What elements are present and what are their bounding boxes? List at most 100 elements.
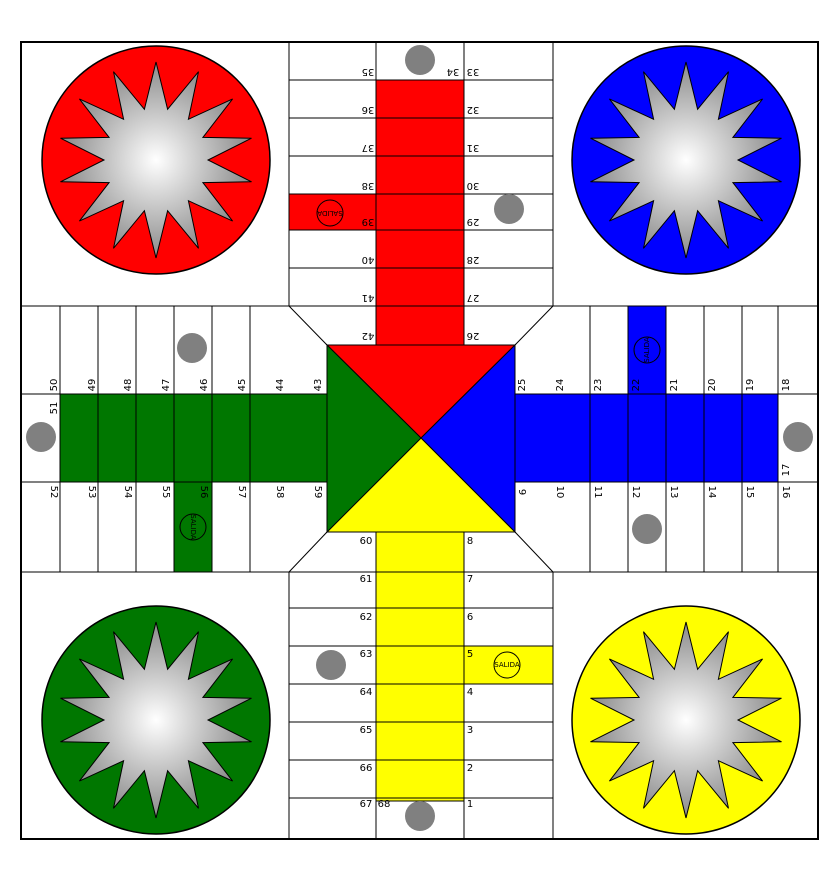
square-number: 1 — [467, 799, 473, 810]
square-number: 51 — [49, 402, 60, 415]
square-number: 54 — [122, 486, 133, 499]
square-number: 9 — [516, 489, 527, 495]
square-number: 15 — [744, 486, 755, 499]
square-number: 39 — [362, 216, 375, 227]
square-number: 33 — [467, 66, 480, 77]
square-number: 31 — [467, 142, 480, 153]
home-lane-green — [59, 393, 328, 483]
salida-red: SALIDA — [316, 199, 344, 227]
salida-label: SALIDA — [317, 209, 343, 217]
home-star-green — [60, 621, 252, 819]
square-number: 11 — [592, 486, 603, 499]
square-number: 57 — [236, 486, 247, 499]
square-number: 12 — [630, 486, 641, 499]
square-number: 30 — [467, 180, 480, 191]
square-number: 17 — [781, 464, 792, 477]
square-number: 7 — [467, 574, 473, 585]
salida-markers: SALIDA SALIDA SALIDA SALIDA — [179, 199, 661, 679]
square-number: 21 — [669, 379, 680, 392]
salida-ring — [633, 336, 661, 364]
square-number: 8 — [467, 536, 473, 547]
square-number: 36 — [362, 104, 375, 115]
safe-spot — [783, 422, 813, 452]
home-star-blue — [590, 61, 782, 259]
square-number: 45 — [237, 379, 248, 392]
square-number: 64 — [360, 687, 373, 698]
square-number: 66 — [360, 763, 373, 774]
track-line — [514, 531, 554, 573]
square-number: 60 — [360, 536, 373, 547]
home-lane-red — [375, 79, 465, 346]
square-number: 28 — [467, 254, 480, 265]
square-number: 62 — [360, 612, 373, 623]
square-number: 29 — [467, 216, 480, 227]
square-number: 56 — [198, 486, 209, 499]
square-number: 20 — [707, 379, 718, 392]
safe-spot — [177, 333, 207, 363]
safe-spots — [26, 45, 813, 831]
salida-ring — [316, 199, 344, 227]
square-number: 3 — [467, 725, 473, 736]
salida-ring — [179, 513, 207, 541]
square-number: 2 — [467, 763, 473, 774]
home-star-yellow — [590, 621, 782, 819]
safe-spot — [494, 194, 524, 224]
square-number: 55 — [160, 486, 171, 499]
square-number: 40 — [362, 254, 375, 265]
square-number: 23 — [593, 379, 604, 392]
square-number: 59 — [312, 486, 323, 499]
square-number: 41 — [362, 292, 375, 303]
home-green[interactable] — [41, 605, 271, 835]
home-star-red — [60, 61, 252, 259]
square-number: 14 — [706, 486, 717, 499]
square-number: 68 — [378, 799, 391, 810]
square-number: 37 — [362, 142, 375, 153]
home-yellow[interactable] — [571, 605, 801, 835]
square-number: 16 — [780, 486, 791, 499]
square-number: 19 — [745, 379, 756, 392]
square-number: 47 — [161, 379, 172, 392]
square-number: 58 — [274, 486, 285, 499]
square-number: 53 — [86, 486, 97, 499]
center-goal — [325, 343, 517, 534]
square-number: 38 — [362, 180, 375, 191]
square-number: 24 — [555, 379, 566, 392]
square-number: 43 — [313, 379, 324, 392]
safe-spot — [632, 514, 662, 544]
square-number: 34 — [447, 66, 460, 77]
track-line — [288, 531, 328, 573]
center-triangle-green — [326, 343, 422, 534]
home-blue[interactable] — [571, 45, 801, 275]
safe-spot — [316, 650, 346, 680]
track-line — [514, 305, 554, 346]
salida-label: SALIDA — [189, 514, 197, 540]
salida-label: SALIDA — [643, 337, 651, 363]
square-number: 4 — [467, 687, 473, 698]
track-squares — [21, 42, 818, 839]
square-number: 27 — [467, 292, 480, 303]
square-number: 67 — [360, 799, 373, 810]
square-number: 32 — [467, 104, 480, 115]
salida-green: SALIDA — [179, 513, 207, 541]
square-number: 5 — [467, 649, 473, 660]
square-number: 25 — [517, 379, 528, 392]
safe-spot — [405, 45, 435, 75]
square-number: 22 — [631, 379, 642, 392]
square-number: 50 — [49, 379, 60, 392]
square-number: 46 — [199, 379, 210, 392]
track-line — [288, 305, 328, 346]
salida-blue: SALIDA — [633, 336, 661, 364]
square-number: 44 — [275, 379, 286, 392]
salida-yellow: SALIDA — [493, 651, 521, 679]
square-number: 35 — [362, 66, 375, 77]
square-number: 65 — [360, 725, 373, 736]
square-number: 18 — [781, 379, 792, 392]
square-number: 48 — [123, 379, 134, 392]
square-number: 42 — [362, 330, 375, 341]
salida-label: SALIDA — [494, 661, 520, 669]
home-lane-blue — [514, 393, 779, 483]
home-red[interactable] — [41, 45, 271, 275]
square-number: 61 — [360, 574, 373, 585]
